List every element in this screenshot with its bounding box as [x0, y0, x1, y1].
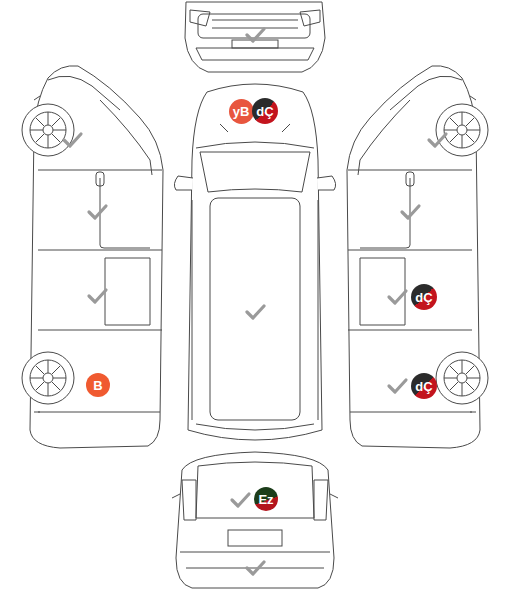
damage-badge: dÇ [411, 284, 437, 310]
badge-code: dÇ [415, 291, 432, 304]
damage-badge: Ez [254, 487, 278, 511]
damage-badge: B [86, 373, 110, 397]
badge-code: B [93, 379, 102, 392]
badge-code: Ez [258, 493, 273, 506]
badge-code: dÇ [256, 105, 273, 118]
badge-code: dÇ [415, 380, 432, 393]
check-marks [64, 29, 446, 574]
left-side-view [22, 66, 163, 448]
damage-badge: dÇ [411, 373, 437, 399]
top-view [174, 84, 335, 440]
right-side-view [347, 66, 488, 448]
badge-code: yB [233, 105, 250, 118]
damage-badge: yB [229, 99, 254, 124]
front-view [185, 2, 325, 72]
damage-badge: dÇ [252, 98, 278, 124]
rear-view [172, 452, 338, 588]
